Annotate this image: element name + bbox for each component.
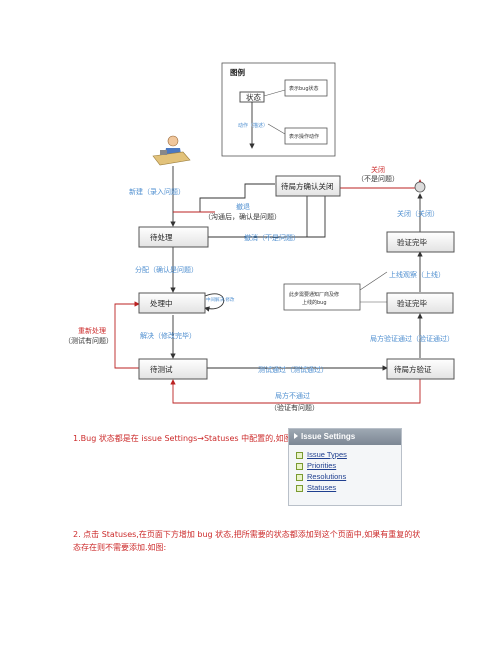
legend-note-state: 表示bug状态 (284, 79, 328, 97)
link-statuses[interactable]: Statuses (289, 482, 401, 493)
issue-settings-header[interactable]: Issue Settings (289, 429, 401, 445)
label-close: 关闭 (371, 165, 385, 174)
user-at-desk-icon (152, 135, 191, 166)
bullet-icon (296, 462, 303, 470)
legend: 图例 状态 动作（描述） 表示bug状态 表示操作动作 (221, 62, 336, 157)
link-resolutions[interactable]: Resolutions (289, 471, 401, 482)
label-new: 新建（录入问题） (129, 187, 185, 196)
state-vendor-verify: 待局方验证 (386, 358, 455, 380)
note-notify-vendor: 此步需要通知厂商及修 上线的bug (283, 283, 361, 311)
legend-state-box: 状态 (239, 91, 265, 103)
doc-step-2: 2. 点击 Statuses,在页面下方增加 bug 状态,把所需要的状态都添加… (73, 530, 421, 539)
label-resolve: 解决（修改完毕） (140, 331, 196, 340)
label-cancel: 撤消（不是问题） (244, 233, 300, 242)
state-testing: 待测试 (138, 358, 208, 380)
end-node (414, 181, 426, 193)
arrow-right-icon: → (197, 434, 204, 443)
doc-step-1: 1.Bug 状态都是在 issue Settings→Statuses 中配置的… (73, 434, 295, 443)
state-processing: 处理中 (138, 292, 206, 314)
svg-text:待处理: 待处理 (150, 232, 173, 242)
issue-settings-panel: Issue Settings Issue Types Priorities Re… (288, 428, 402, 506)
label-withdraw: 撤退 (236, 202, 250, 211)
svg-text:验证完毕: 验证完毕 (397, 298, 427, 308)
bullet-icon (296, 473, 303, 481)
svg-text:待局方确认关闭: 待局方确认关闭 (281, 181, 334, 191)
state-vendor-close: 待局方确认关闭 (275, 175, 341, 197)
svg-text:上线的bug: 上线的bug (302, 299, 327, 306)
label-self-loop: 中间解决,修改 (206, 296, 235, 303)
state-pending: 待处理 (138, 226, 209, 248)
svg-text:待测试: 待测试 (150, 364, 173, 374)
svg-text:此步需要通知厂商及修: 此步需要通知厂商及修 (289, 291, 339, 298)
label-online: 上线观察（上线） (389, 270, 445, 279)
state-verified-a: 验证完毕 (386, 231, 455, 253)
label-vendor-fail-note: （验证有问题） (270, 403, 319, 412)
label-close-final: 关闭（关闭） (397, 209, 439, 218)
caret-right-icon (294, 433, 298, 439)
label-withdraw-note: （沟通后，确认是问题） (204, 212, 281, 221)
label-close-note: （不是问题） (357, 175, 399, 183)
svg-text:状态: 状态 (246, 92, 261, 102)
svg-text:验证完毕: 验证完毕 (397, 237, 427, 247)
label-vendor-pass: 局方验证通过（验证通过） (370, 334, 454, 343)
bug-workflow-diagram: 图例 状态 动作（描述） 表示bug状态 表示操作动作 (64, 62, 455, 412)
link-issue-types[interactable]: Issue Types (289, 449, 401, 460)
label-assign: 分配（确认是问题） (135, 265, 198, 274)
state-verified-b: 验证完毕 (386, 292, 454, 314)
svg-text:处理中: 处理中 (150, 298, 173, 308)
label-reprocess: 重新处理 (78, 326, 106, 335)
legend-title: 图例 (230, 67, 245, 77)
bullet-icon (296, 451, 303, 459)
doc-step-2-cont: 态存在则不需要添加.如图: (73, 543, 167, 552)
link-priorities[interactable]: Priorities (289, 460, 401, 471)
label-reprocess-note: （测试有问题） (64, 336, 113, 345)
legend-action: 动作（描述） (238, 122, 268, 129)
label-test-pass: 测试通过（测试通过） (258, 365, 328, 374)
legend-note-action: 表示操作动作 (284, 127, 328, 145)
svg-text:表示操作动作: 表示操作动作 (289, 133, 319, 140)
label-vendor-fail: 局方不通过 (275, 391, 310, 400)
bullet-icon (296, 484, 303, 492)
svg-text:表示bug状态: 表示bug状态 (289, 85, 319, 92)
svg-text:待局方验证: 待局方验证 (394, 364, 432, 374)
